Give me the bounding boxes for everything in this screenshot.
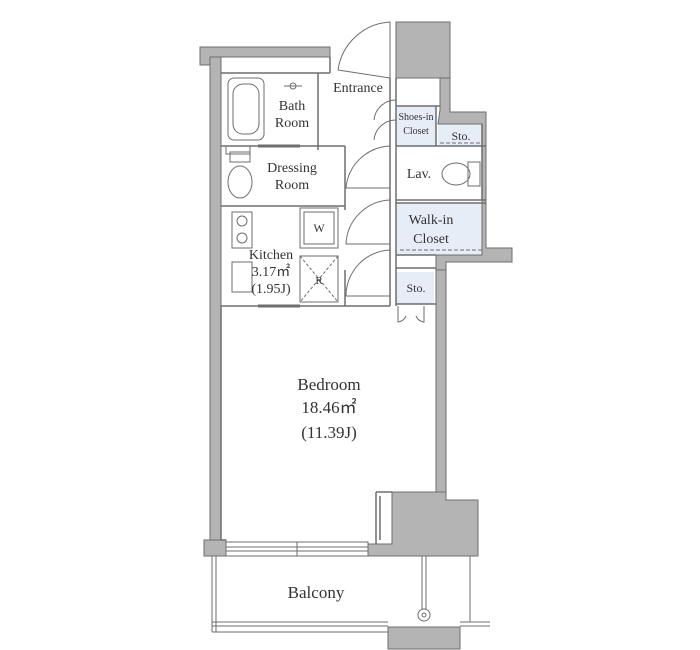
kitchen-label-line2: 3.17㎡ bbox=[252, 264, 291, 280]
interior-walls bbox=[220, 57, 486, 544]
drain-icon bbox=[417, 608, 431, 622]
bedroom-door[interactable] bbox=[345, 249, 391, 297]
storage-top-fill bbox=[438, 124, 482, 146]
room-labels: Entrance Bath Room Dressing Room Shoes-i… bbox=[249, 81, 471, 602]
left-wall-base bbox=[203, 539, 227, 557]
balcony-label: Balcony bbox=[288, 583, 345, 602]
fixtures bbox=[225, 77, 482, 303]
washer-icon bbox=[299, 207, 339, 249]
stove-icon bbox=[231, 211, 253, 249]
walls bbox=[199, 21, 513, 650]
shoes-closet-fill bbox=[396, 106, 436, 146]
entrance-pillar bbox=[395, 21, 451, 79]
toilet-lav-icon bbox=[441, 162, 471, 186]
shoes-closet-door[interactable] bbox=[373, 99, 397, 141]
walk-in-closet-label-line2: Closet bbox=[413, 232, 449, 247]
left-outer-wall bbox=[209, 56, 222, 548]
right-wall-upper bbox=[435, 77, 513, 273]
fridge-label: R bbox=[315, 275, 323, 287]
storage-mid-label: Sto. bbox=[406, 281, 425, 295]
doors bbox=[258, 21, 425, 323]
walk-in-closet-door[interactable] bbox=[345, 199, 391, 245]
bath-room-label-line1: Bath bbox=[279, 99, 305, 114]
bedroom-label-line1: Bedroom bbox=[297, 375, 360, 394]
kitchen-label-line3: (1.95J) bbox=[251, 282, 291, 297]
bottom-right-pillar bbox=[367, 491, 479, 557]
storage-door[interactable] bbox=[397, 306, 425, 323]
washer-label: W bbox=[313, 221, 325, 235]
walk-in-closet-fill bbox=[396, 203, 482, 255]
dressing-room-label-line2: Room bbox=[275, 178, 309, 193]
bedroom-label-line2: 18.46㎡ bbox=[301, 398, 356, 417]
entrance-door[interactable] bbox=[337, 21, 391, 78]
closet-fills bbox=[396, 106, 482, 304]
shoes-closet-label-line1: Shoes-in bbox=[399, 112, 434, 123]
bathtub-icon bbox=[227, 77, 265, 141]
kitchen-label-line1: Kitchen bbox=[249, 248, 293, 263]
right-wall-lower bbox=[435, 269, 447, 493]
walk-in-closet-label-line1: Walk-in bbox=[409, 213, 454, 228]
dressing-room-label-line1: Dressing bbox=[267, 161, 317, 176]
shoes-closet-label-line2: Closet bbox=[403, 126, 429, 137]
washbasin-counter-icon bbox=[225, 145, 251, 155]
balcony-pillar bbox=[387, 626, 461, 650]
fridge-icon bbox=[299, 255, 339, 303]
sink-icon bbox=[231, 261, 253, 293]
entrance-label: Entrance bbox=[333, 81, 383, 96]
storage-top-label: Sto. bbox=[451, 129, 470, 143]
toilet-dressing-icon bbox=[227, 165, 253, 199]
bath-room-label-line2: Room bbox=[275, 116, 309, 131]
window-and-balcony bbox=[211, 541, 490, 633]
lavatory-label: Lav. bbox=[407, 167, 431, 182]
storage-mid-fill bbox=[396, 272, 434, 304]
lav-door[interactable] bbox=[345, 145, 391, 189]
bedroom-label-line3: (11.39J) bbox=[301, 423, 357, 442]
